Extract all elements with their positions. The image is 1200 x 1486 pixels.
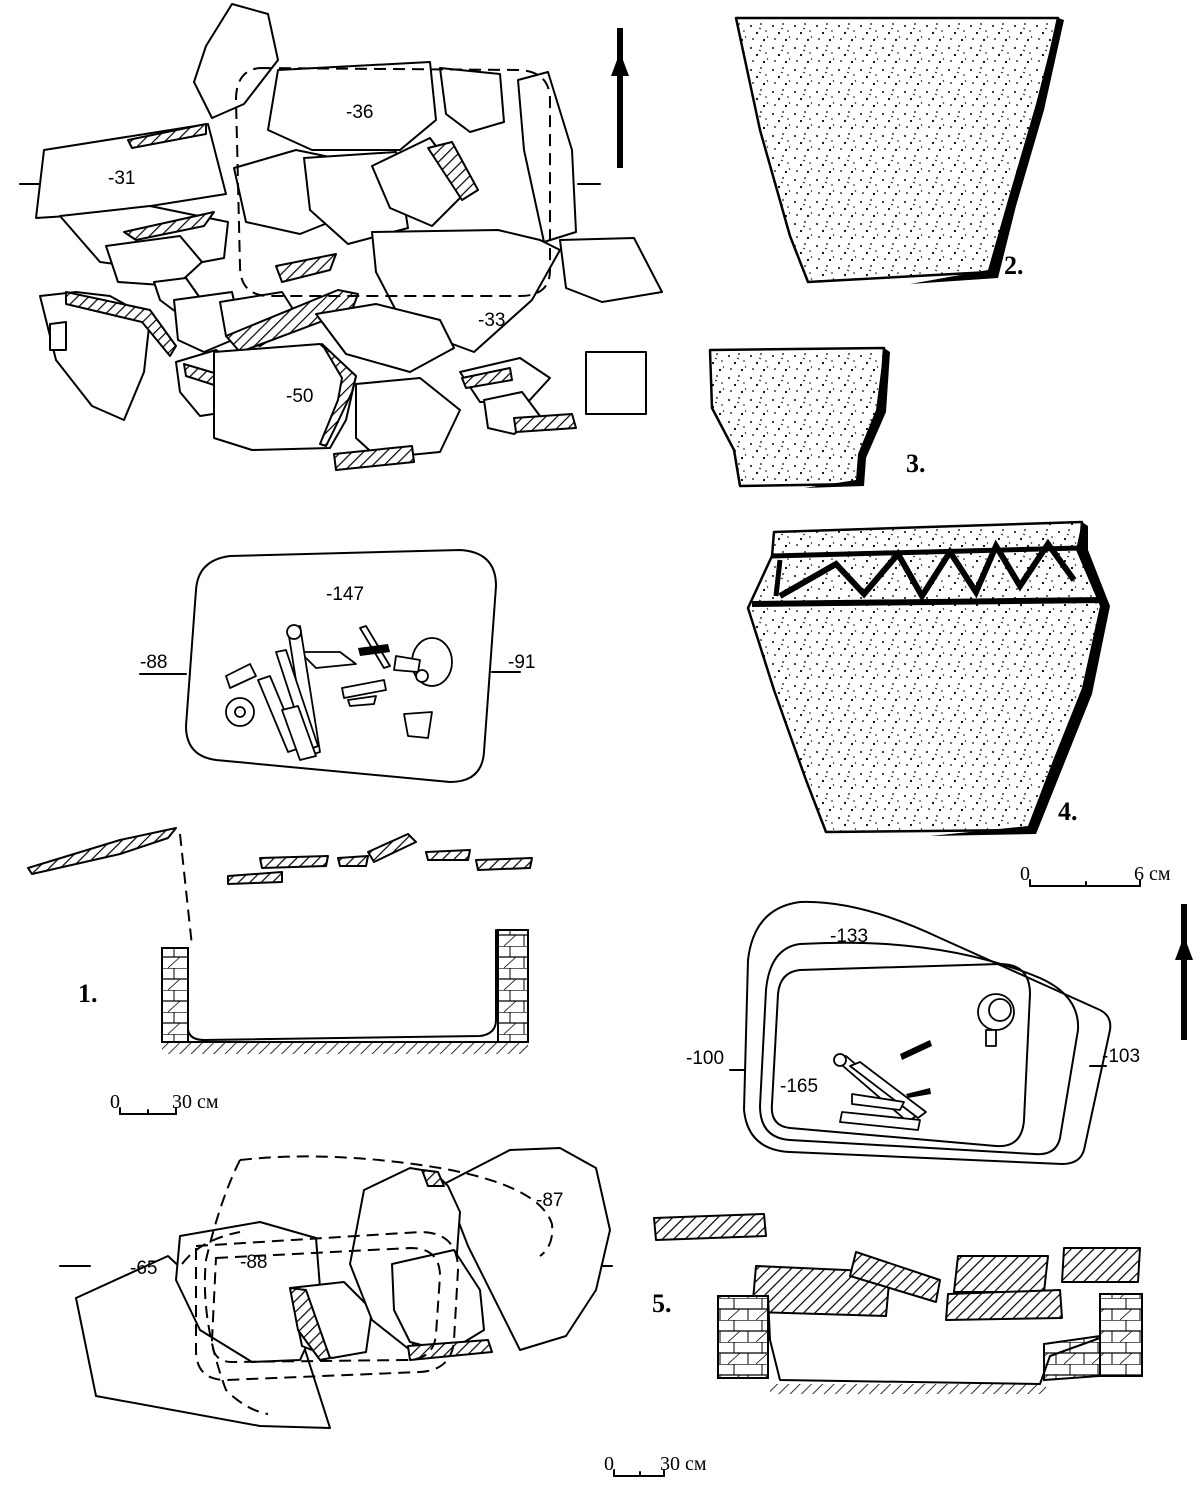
scale-end: 30 см bbox=[172, 1091, 219, 1113]
slab-section bbox=[653, 1213, 767, 1241]
depth-label: -133 bbox=[830, 926, 868, 947]
grave-ledge-outline bbox=[759, 941, 1080, 1156]
slab-section bbox=[407, 1339, 493, 1361]
grave-outline-dashed bbox=[181, 1231, 241, 1265]
slab-section bbox=[953, 1255, 1049, 1293]
pit-contour-dashed bbox=[179, 833, 193, 947]
pit-floor bbox=[770, 1384, 1046, 1394]
depth-label: -87 bbox=[536, 1190, 563, 1211]
slab-section bbox=[275, 253, 337, 283]
scale-end: 30 см bbox=[660, 1453, 707, 1475]
depth-label: -91 bbox=[508, 652, 535, 673]
slab-section bbox=[849, 1251, 941, 1303]
grave-pit-outline bbox=[743, 900, 1112, 1165]
depth-label: -31 bbox=[108, 168, 135, 189]
slab bbox=[355, 377, 461, 459]
depth-label: -165 bbox=[780, 1076, 818, 1097]
north-arrow-icon bbox=[611, 28, 629, 168]
vessel-fig4: 4. bbox=[746, 520, 1110, 836]
slab-section bbox=[319, 343, 357, 447]
scale-zero: 0 bbox=[1020, 863, 1030, 885]
slab bbox=[315, 303, 455, 373]
slab-section bbox=[427, 141, 479, 201]
depth-label: -100 bbox=[686, 1048, 724, 1069]
fig5-section: 5. bbox=[652, 1213, 1143, 1394]
slab-section bbox=[227, 871, 283, 885]
grave-outline-dashed bbox=[234, 66, 551, 297]
slab-section bbox=[123, 211, 215, 241]
fig1-slab-cover-plan: -36 -31 -33 -50 bbox=[19, 3, 663, 471]
pit-wall-left bbox=[161, 947, 189, 1043]
grave-outline-dashed bbox=[210, 1246, 442, 1364]
slab-section bbox=[461, 367, 513, 389]
slab bbox=[585, 351, 647, 415]
depth-label: -33 bbox=[478, 310, 505, 331]
slab-section bbox=[1061, 1247, 1141, 1283]
fig1-section: 1. bbox=[27, 827, 533, 1054]
scale-end: 6 см bbox=[1134, 863, 1171, 885]
slab-section bbox=[945, 1289, 1063, 1321]
slab bbox=[39, 291, 151, 421]
slab-section bbox=[475, 857, 533, 871]
slab bbox=[559, 237, 663, 303]
slab bbox=[105, 235, 203, 287]
scale-bar-fig4: 0 6 см bbox=[1020, 863, 1171, 887]
slab-section bbox=[27, 827, 177, 875]
slab bbox=[439, 67, 505, 133]
grave-pit-inner bbox=[770, 963, 1031, 1148]
figure-number: 2. bbox=[1004, 251, 1024, 280]
slab-section bbox=[65, 291, 177, 357]
figure-number: 3. bbox=[906, 449, 926, 478]
figure-number: 5. bbox=[652, 1289, 672, 1318]
scale-bar-fig1: 0 30 см bbox=[110, 1091, 219, 1115]
pit-profile bbox=[187, 929, 497, 1041]
grave-outline-dashed bbox=[239, 1155, 554, 1257]
grave-outline-dashed bbox=[203, 1159, 269, 1415]
depth-label: -88 bbox=[140, 652, 167, 673]
scale-zero: 0 bbox=[604, 1453, 614, 1475]
slab-section bbox=[425, 849, 471, 861]
depth-label: -103 bbox=[1102, 1046, 1140, 1067]
grave-pit-outline bbox=[185, 549, 497, 783]
figure-number: 1. bbox=[78, 979, 98, 1008]
vessel-fig3: 3. bbox=[708, 346, 926, 488]
scale-zero: 0 bbox=[110, 1091, 120, 1113]
slab-section bbox=[421, 1169, 445, 1187]
pit-floor bbox=[162, 1042, 528, 1054]
slab-section bbox=[127, 123, 207, 149]
slab-section bbox=[289, 1287, 331, 1361]
fig5-burial-plan: -133 -100 -165 -103 bbox=[686, 900, 1140, 1165]
fig1-burial-plan: -147 -88 -91 bbox=[139, 549, 535, 783]
scale-bar-fig5: 0 30 см bbox=[604, 1453, 707, 1477]
slab-section bbox=[333, 445, 415, 471]
slab-section bbox=[513, 413, 577, 433]
slab bbox=[175, 1221, 323, 1363]
north-arrow-icon bbox=[1175, 904, 1193, 1040]
slab bbox=[517, 71, 577, 243]
skeleton bbox=[225, 624, 453, 761]
pit-wall-right bbox=[1099, 1293, 1143, 1377]
vessel-fig2: 2. bbox=[734, 16, 1064, 284]
fig5-slab-cover-plan: -87 -65 -88 bbox=[59, 1147, 613, 1429]
grave-outline-dashed bbox=[195, 1230, 460, 1382]
slab bbox=[49, 321, 67, 351]
depth-label: -65 bbox=[130, 1258, 157, 1279]
slab bbox=[443, 1147, 611, 1351]
pit-wall-right bbox=[497, 929, 529, 1043]
pit-wall-right-step bbox=[1043, 1334, 1101, 1382]
skeleton bbox=[833, 993, 1015, 1131]
depth-label: -88 bbox=[240, 1252, 267, 1273]
slab-section bbox=[259, 855, 329, 869]
slab bbox=[193, 3, 279, 119]
pit-wall-left bbox=[717, 1295, 769, 1379]
slab bbox=[267, 61, 437, 151]
depth-label: -50 bbox=[286, 386, 313, 407]
slab-section bbox=[367, 833, 417, 863]
depth-label: -36 bbox=[346, 102, 373, 123]
slab-section bbox=[337, 855, 369, 867]
depth-label: -147 bbox=[326, 584, 364, 605]
figure-number: 4. bbox=[1058, 797, 1078, 826]
